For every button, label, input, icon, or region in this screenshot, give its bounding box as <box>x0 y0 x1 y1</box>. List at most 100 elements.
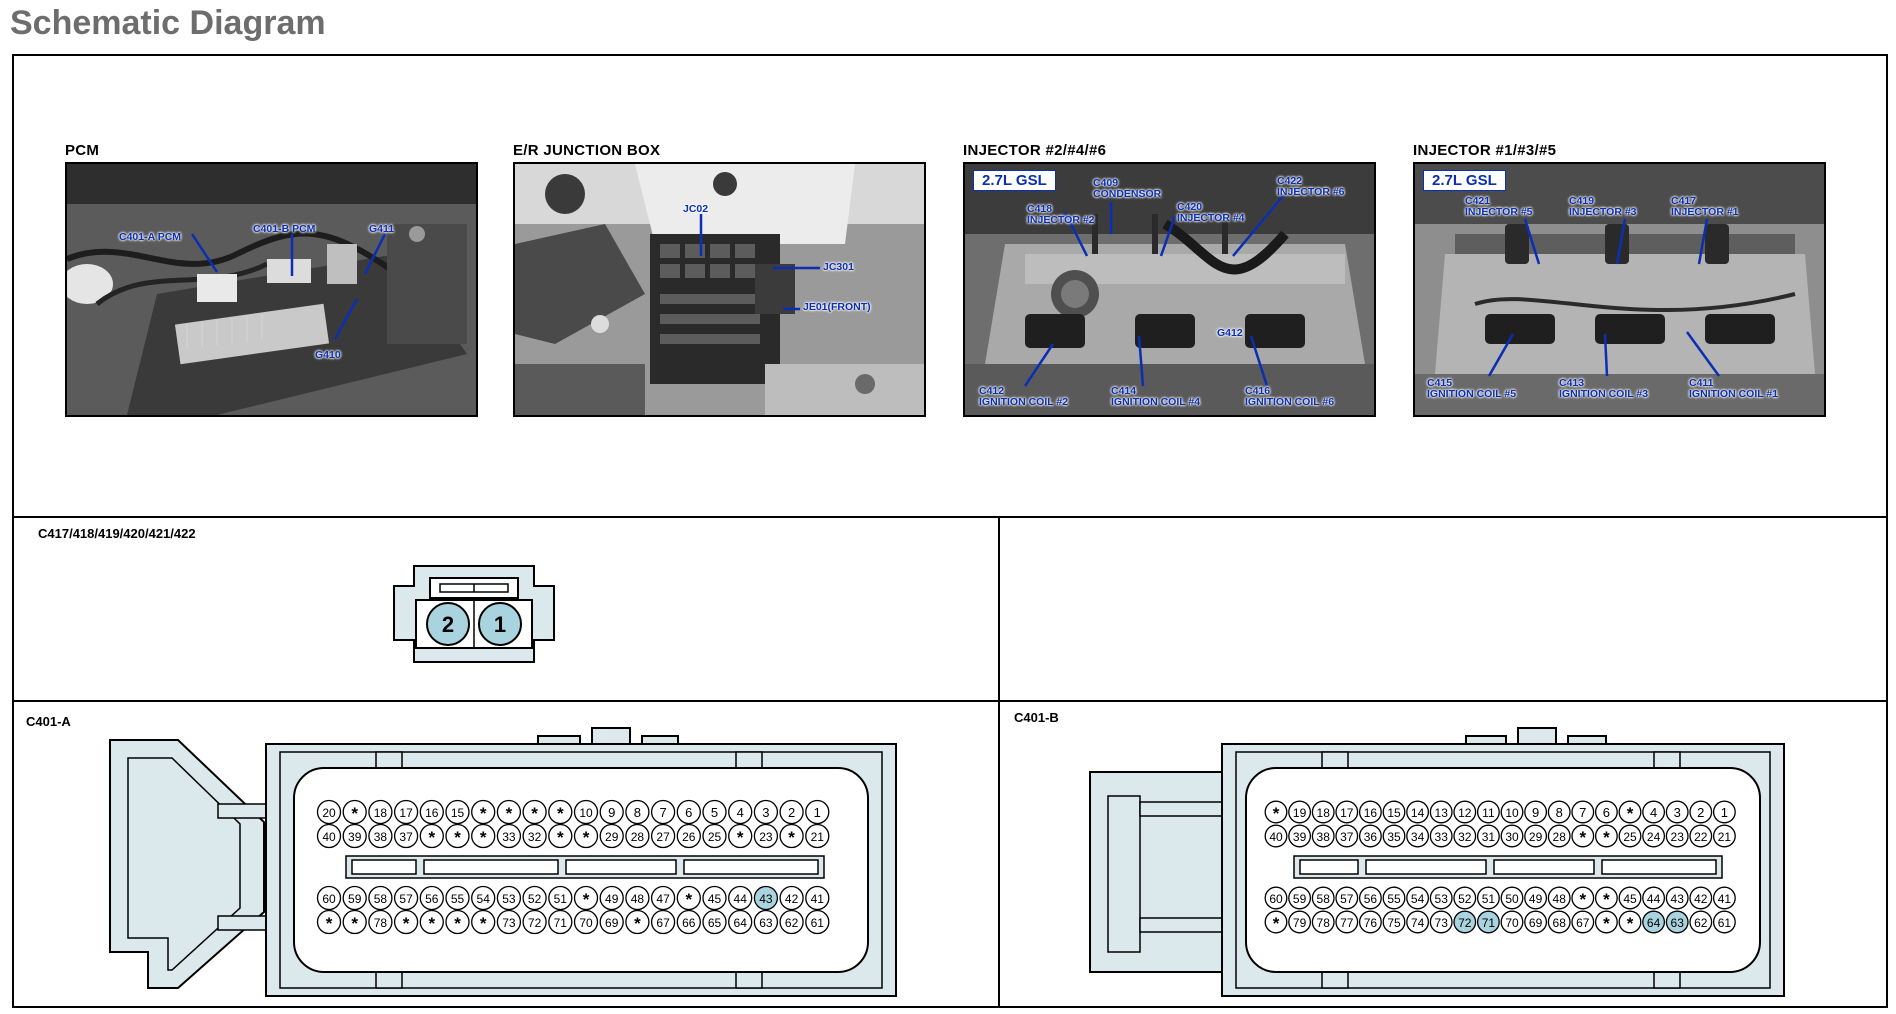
c401a-pin-label: 62 <box>785 916 799 930</box>
c401b-pin-label: 15 <box>1387 806 1401 820</box>
c401a-pin: 43 <box>753 885 779 911</box>
c401a-pin-label: 54 <box>477 892 491 906</box>
c401a-pin: * <box>676 885 701 911</box>
c401a-pin-label: * <box>480 914 487 933</box>
c401b-pin-label: 10 <box>1505 806 1519 820</box>
c401b-pin-label: 79 <box>1293 916 1307 930</box>
c401b-pin-label: 73 <box>1435 916 1449 930</box>
callout-c421-injector5: C421 INJECTOR #5 <box>1465 195 1533 218</box>
c401b-pin-label: 78 <box>1317 916 1331 930</box>
c401a-pin-label: 8 <box>634 805 641 820</box>
c401b-pin: 33 <box>1429 824 1453 848</box>
c401a-pin-label: 40 <box>322 830 336 844</box>
c401b-pin: 55 <box>1382 886 1406 910</box>
c401b-pin-label: 21 <box>1718 830 1732 844</box>
c401b-pin: 17 <box>1335 800 1359 824</box>
c401a-pin: * <box>419 823 444 849</box>
c401a-pin: * <box>548 799 573 825</box>
c401a-pin-label: 56 <box>425 892 439 906</box>
c401a-pin: 41 <box>805 885 830 911</box>
c401b-pin: 43 <box>1665 886 1689 910</box>
c401a-pin-label: 66 <box>682 916 696 930</box>
page-title: Schematic Diagram <box>10 4 326 42</box>
c401b-pin-label: * <box>1579 890 1586 909</box>
c401b-pin-label: 61 <box>1718 916 1732 930</box>
c401a-pin-label: 39 <box>348 830 362 844</box>
c401b-pin: 14 <box>1406 800 1430 824</box>
c401a-pin-label: * <box>557 804 564 823</box>
photo-er-junction-box: JC02 JC301 JE01(FRONT) <box>513 162 926 417</box>
c401a-pin-label: 33 <box>502 830 516 844</box>
c401a-pin-label: * <box>788 828 795 847</box>
c401b-pin: * <box>1594 886 1618 910</box>
c401b-pin-label: 8 <box>1556 805 1563 820</box>
c401b-pin-label: 19 <box>1293 806 1307 820</box>
svg-text:2: 2 <box>442 612 454 637</box>
c401a-pin-label: * <box>583 890 590 909</box>
c401a-pin: 10 <box>573 799 599 825</box>
c401a-pin: 48 <box>625 885 650 911</box>
diagram-frame <box>12 54 1888 1008</box>
c401b-pin: 52 <box>1453 886 1477 910</box>
c401b-pin-label: 40 <box>1269 830 1283 844</box>
c401b-pin-label: * <box>1627 804 1634 823</box>
c401b-pin-label: 37 <box>1340 830 1354 844</box>
divider-row1 <box>12 516 1888 518</box>
c401a-pin: 6 <box>676 799 701 825</box>
c401b-pin: 10 <box>1500 800 1524 824</box>
c401b-pin: 50 <box>1500 886 1524 910</box>
c401b-pin-label: 25 <box>1623 830 1637 844</box>
c401b-pin: 3 <box>1665 800 1689 824</box>
callout-c420-injector4: C420 INJECTOR #4 <box>1177 201 1245 224</box>
c401b-pin-label: 67 <box>1576 916 1590 930</box>
c401a-pin: 5 <box>702 799 727 825</box>
callout-c413-ignition-coil3: C413 IGNITION COIL #3 <box>1559 377 1649 400</box>
callout-c409-condensor: C409 CONDENSOR <box>1093 177 1162 200</box>
c401b-pin: 32 <box>1453 824 1477 848</box>
c401a-pin: 69 <box>599 909 624 935</box>
c401b-pin-label: * <box>1627 914 1634 933</box>
c401b-pin: 72 <box>1453 910 1477 934</box>
c401a-pin: * <box>342 799 367 825</box>
c401b-pin-label: 76 <box>1364 916 1378 930</box>
injector-pin-1: 1 <box>478 602 522 646</box>
photo-label-er-junction-box: E/R JUNCTION BOX <box>513 142 661 159</box>
c401b-pin-label: 9 <box>1532 805 1539 820</box>
callout-c419-injector3: C419 INJECTOR #3 <box>1569 195 1637 218</box>
photo-label-injector-135: INJECTOR #1/#3/#5 <box>1413 142 1557 159</box>
callout-c422-injector6: C422 INJECTOR #6 <box>1277 175 1345 198</box>
c401b-pin-label: * <box>1273 914 1280 933</box>
c401b-pin: 28 <box>1547 824 1571 848</box>
c401a-pin: 65 <box>702 909 727 935</box>
c401b-pin-label: 39 <box>1293 830 1307 844</box>
c401b-pin-label: 75 <box>1387 916 1401 930</box>
c401b-pin: 38 <box>1311 824 1335 848</box>
c401a-pin-label: 48 <box>631 892 645 906</box>
c401a-pin-label: * <box>454 828 461 847</box>
c401a-pin-label: 45 <box>708 892 722 906</box>
c401b-pin: * <box>1594 824 1618 848</box>
divider-column <box>998 516 1000 1008</box>
c401a-pin: * <box>548 823 573 849</box>
c401b-pin: 78 <box>1311 910 1335 934</box>
c401b-pin: 4 <box>1642 800 1666 824</box>
c401a-pin-label: 37 <box>399 830 413 844</box>
c401b-pin-label: 32 <box>1458 830 1472 844</box>
c401a-pin-label: 18 <box>374 806 388 820</box>
c401b-pin: 8 <box>1547 800 1571 824</box>
c401a-pin-label: * <box>531 804 538 823</box>
c401b-pin-label: 54 <box>1411 892 1425 906</box>
c401b-pin: 39 <box>1288 824 1312 848</box>
c401b-pin: 56 <box>1358 886 1382 910</box>
c401a-pin-label: 70 <box>579 916 593 930</box>
callout-c401b-pcm: C401-B PCM <box>253 223 316 235</box>
c401a-pin-label: * <box>351 914 358 933</box>
c401a-pin-label: 16 <box>425 806 439 820</box>
c401b-pin-label: 24 <box>1647 830 1661 844</box>
c401b-pin: 1 <box>1712 800 1736 824</box>
c401b-pin: 58 <box>1311 886 1335 910</box>
c401b-pin-label: 36 <box>1364 830 1378 844</box>
c401b-pin: 64 <box>1642 910 1666 934</box>
c401b-pin: 15 <box>1382 800 1406 824</box>
